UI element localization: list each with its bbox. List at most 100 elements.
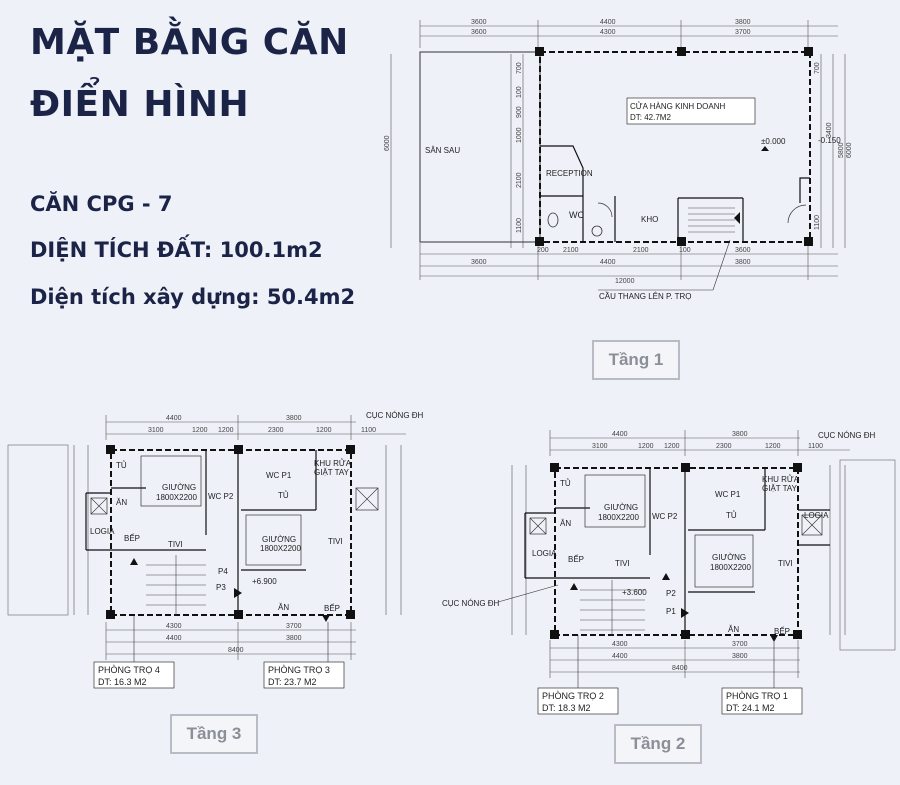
f2-dim-top2-b: 1200 [638, 443, 654, 450]
f3-room-3: BẾP [124, 533, 140, 543]
f3-room-18: P3 [216, 583, 226, 592]
f2-room-15: TIVI [778, 559, 793, 568]
f1-dim-bot1-e: 3600 [735, 247, 751, 254]
f2-dim-top2-a: 3100 [592, 443, 608, 450]
f1-dim-left-1: 2100 [516, 172, 523, 188]
floor3-label: Tầng 3 [170, 714, 258, 754]
f2-room-16: ĂN [728, 625, 739, 634]
f2-room-14: 1800X2200 [710, 563, 751, 572]
floor3-plan: TỦ ĂN LOGIA BẾP TIVI GIƯỜNG 1800X2200 WC… [6, 410, 426, 695]
f3-dim-top2-d: 2300 [268, 427, 284, 434]
f3-dim-top1-a: 4400 [166, 415, 182, 422]
f2-dim-bot1-b: 3700 [732, 641, 748, 648]
f3-room-14: TIVI [328, 537, 343, 546]
f2-room1-area: DT: 24.1 M2 [726, 703, 775, 713]
f2-dim-bot1-a: 4300 [612, 641, 628, 648]
f3-room-5: GIƯỜNG [162, 483, 196, 492]
f2-dim-top2-f: 1100 [808, 443, 823, 450]
f2-room-19: P1 [666, 607, 676, 616]
f3-dim-bot2-b: 3800 [286, 635, 302, 642]
f3-dim-top2-f: 1100 [361, 427, 376, 434]
f1-dim-top2-a: 3600 [471, 29, 487, 36]
f3-dim-bot1-b: 3700 [286, 623, 302, 630]
f3-room-9: TỦ [278, 491, 289, 500]
f3-level: +6.900 [252, 577, 277, 586]
f2-room2-area: DT: 18.3 M2 [542, 703, 591, 713]
floor1-plan: CỬA HÀNG KINH DOANH DT: 42.7M2 SÂN SAU R… [383, 18, 853, 308]
f1-dim-total: 12000 [615, 278, 635, 285]
f1-dim-bot2-b: 4400 [600, 259, 616, 266]
f1-dim-right-4: 1100 [814, 215, 821, 230]
f2-dim-top1-b: 3800 [732, 431, 748, 438]
f2-room-2: LOGIA [532, 549, 557, 558]
f1-dim-left-4: 900 [516, 106, 523, 118]
f1-stair-note: CẦU THANG LÊN P. TRỌ [599, 291, 691, 301]
f1-dim-left-6: 700 [516, 62, 523, 74]
f2-dim-top2-c: 1200 [664, 443, 680, 450]
floor2-plan: TỦ ĂN LOGIA BẾP TIVI GIƯỜNG 1800X2200 WC… [440, 420, 898, 720]
unit-code: CĂN CPG - 7 [30, 192, 173, 216]
f3-room-2: LOGIA [90, 527, 115, 536]
f2-level: +3.600 [622, 588, 647, 597]
land-area: DIỆN TÍCH ĐẤT: 100.1m2 [30, 238, 323, 262]
f1-level-b: -0.150 [818, 136, 841, 145]
f2-dim-top1-a: 4400 [612, 431, 628, 438]
f2-dim-total: 8400 [672, 665, 688, 672]
f1-dim-top2-c: 3700 [735, 29, 751, 36]
title-line-2: ĐIỂN HÌNH [30, 84, 250, 125]
f1-dim-bot2-a: 3600 [471, 259, 487, 266]
f1-dim-left-2: 1100 [516, 218, 523, 233]
f3-room-7: WC P2 [208, 492, 234, 501]
f3-dim-bot2-a: 4400 [166, 635, 182, 642]
f1-dim-bot1-a: 200 [537, 247, 549, 254]
f1-dim-right-3: 700 [814, 62, 821, 74]
f1-dim-bot2-c: 3800 [735, 259, 751, 266]
f3-room-13: 1800X2200 [260, 544, 301, 553]
page-title: MẶT BẰNG CĂN ĐIỂN HÌNH [30, 12, 349, 136]
f3-room-12: GIƯỜNG [262, 535, 296, 544]
f2-room-13: GIƯỜNG [712, 553, 746, 562]
f3-room-0: TỦ [116, 461, 127, 470]
f3-dim-total: 8400 [228, 647, 244, 654]
f1-backyard: SÂN SAU [425, 146, 460, 155]
f2-room-6: 1800X2200 [598, 513, 639, 522]
f1-level-a: ±0.000 [761, 137, 786, 146]
f2-dim-top2-e: 1200 [765, 443, 781, 450]
f1-shop-name: CỬA HÀNG KINH DOANH [630, 102, 726, 111]
f3-room-15: ĂN [278, 603, 289, 612]
f1-dim-right-0: 3400 [826, 122, 833, 138]
f2-room-10: KHU RỬA [762, 475, 800, 484]
f2-room-8: WC P1 [715, 490, 741, 499]
build-area: Diện tích xây dựng: 50.4m2 [30, 285, 356, 309]
f2-room2-name: PHÒNG TRỌ 2 [542, 691, 604, 701]
f1-dim-top2-b: 4300 [600, 29, 616, 36]
f3-room3-area: DT: 23.7 M2 [268, 677, 317, 687]
f3-dim-top2-c: 1200 [218, 427, 234, 434]
f2-dim-bot2-b: 3800 [732, 653, 748, 660]
title-line-1: MẶT BẰNG CĂN [30, 22, 349, 63]
f1-dim-right-2: 6000 [846, 142, 853, 158]
f2-room-3: BẾP [568, 554, 584, 564]
f3-hot-water: CỤC NÓNG ĐH [366, 411, 424, 420]
f2-room-9: TỦ [726, 511, 737, 520]
f1-dim-bot1-c: 2100 [633, 247, 649, 254]
f2-dim-bot2-a: 4400 [612, 653, 628, 660]
f1-dim-top1-a: 3600 [471, 19, 487, 26]
f1-dim-bot1-d: 100 [679, 247, 691, 254]
f3-dim-top2-a: 3100 [148, 427, 164, 434]
f3-room4-name: PHÒNG TRỌ 4 [98, 665, 160, 675]
f3-dim-bot1-a: 4300 [166, 623, 182, 630]
f1-dim-top1-c: 3800 [735, 19, 751, 26]
f3-room3-name: PHÒNG TRỌ 3 [268, 665, 330, 675]
f3-room-16: BẾP [324, 603, 340, 613]
f3-room-11: GIẶT TAY [314, 468, 350, 477]
f2-room-17: BẾP [774, 626, 790, 636]
f2-hot-water-top: CỤC NÓNG ĐH [818, 431, 876, 440]
f3-room-17: P4 [218, 567, 228, 576]
f2-room-0: TỦ [560, 479, 571, 488]
f2-room-5: GIƯỜNG [604, 503, 638, 512]
f1-reception: RECEPTION [546, 169, 593, 178]
f1-shop-area: DT: 42.7M2 [630, 113, 671, 122]
f1-dim-bot1-b: 2100 [563, 247, 579, 254]
f3-room-8: WC P1 [266, 471, 292, 480]
